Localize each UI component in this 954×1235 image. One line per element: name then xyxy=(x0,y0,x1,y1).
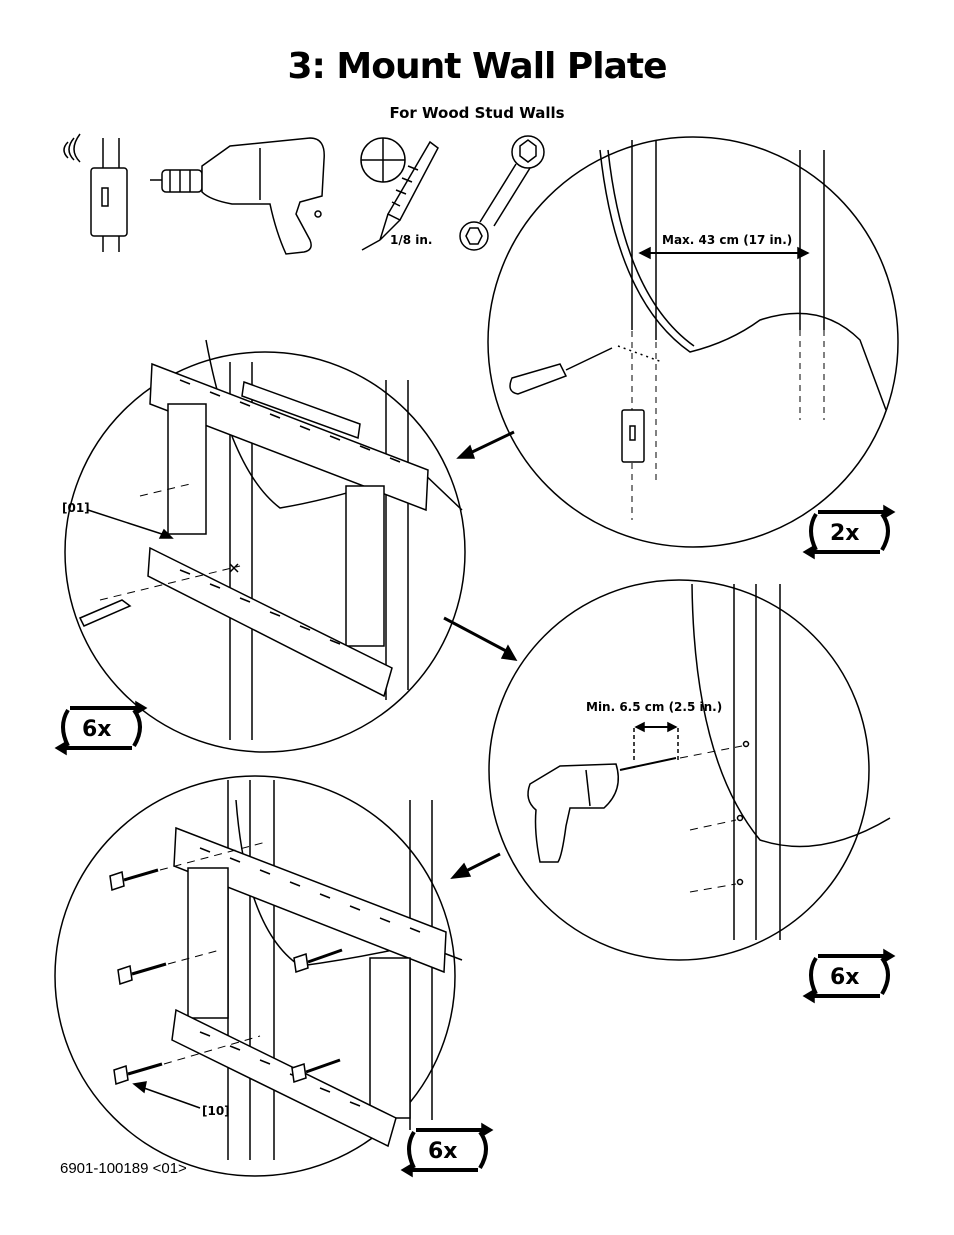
wall-plate-leader xyxy=(87,509,169,537)
lag-bolt-part-label: [10] xyxy=(202,1104,230,1118)
stud-location-diagram xyxy=(487,136,899,548)
repeat-count-find-studs: 2x xyxy=(830,521,860,546)
step-arrow-1 xyxy=(467,430,515,456)
drill-icon xyxy=(150,137,325,255)
document-number: 6901-100189 <01> xyxy=(60,1160,187,1177)
repeat-count-drill-holes: 6x xyxy=(830,965,860,990)
repeat-badge-find-studs: 2x xyxy=(802,504,896,560)
page-subtitle: For Wood Stud Walls xyxy=(389,104,565,122)
lag-bolt-leader-head xyxy=(132,1081,147,1094)
edge-distance-label: Min. 6.5 cm (2.5 in.) xyxy=(586,700,722,714)
wall-plate-leader-head xyxy=(158,528,174,539)
step-arrow-1-head xyxy=(456,444,476,459)
wall-plate-part-label: [01] xyxy=(62,501,90,515)
repeat-count-install-bolts: 6x xyxy=(428,1139,458,1164)
step-arrow-3-head xyxy=(450,862,472,879)
repeat-count-mark-holes: 6x xyxy=(82,717,112,742)
drill-bit-icon xyxy=(360,137,439,251)
wrench-icon xyxy=(459,135,545,251)
drill-pilot-holes-diagram xyxy=(488,579,891,961)
step-arrow-2 xyxy=(443,616,509,654)
stud-spacing-label: Max. 43 cm (17 in.) xyxy=(662,233,792,247)
step-arrow-2-head xyxy=(500,644,518,661)
lag-bolt-leader xyxy=(143,1087,201,1109)
step-arrow-3 xyxy=(463,852,501,874)
stud-finder-icon xyxy=(63,133,128,252)
repeat-badge-drill-holes: 6x xyxy=(802,948,896,1004)
install-bolts-diagram xyxy=(54,775,463,1177)
page-title: 3: Mount Wall Plate xyxy=(287,46,667,87)
repeat-badge-install-bolts: 6x xyxy=(400,1122,494,1178)
drill-bit-size-label: 1/8 in. xyxy=(390,233,432,247)
wall-plate-marking-diagram xyxy=(64,339,466,753)
repeat-badge-mark-holes: 6x xyxy=(54,700,148,756)
